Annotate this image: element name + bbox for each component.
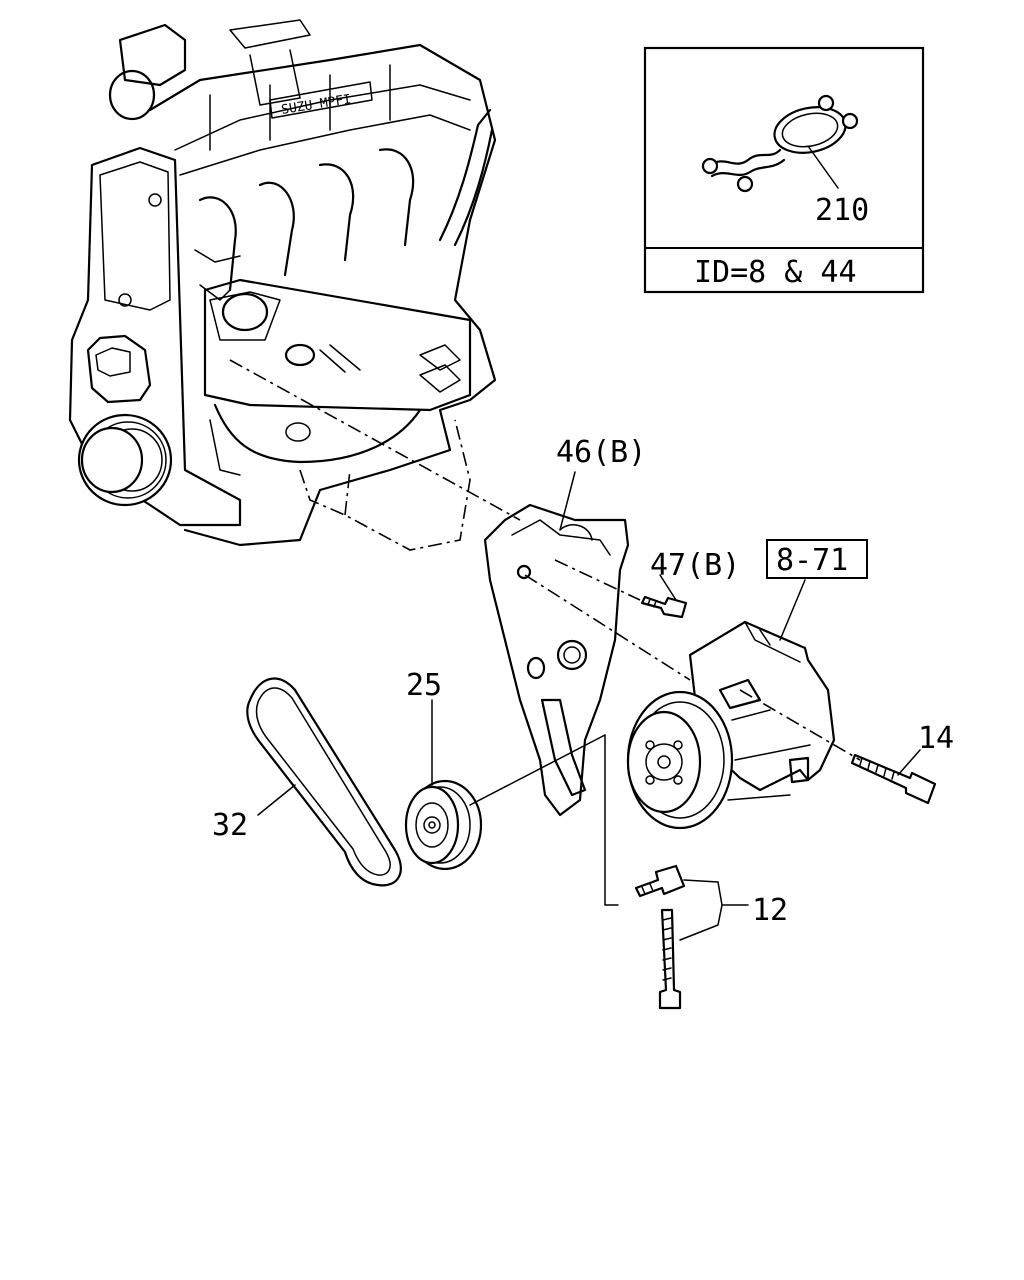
assembly-lines bbox=[229, 359, 861, 906]
callout-32: 32 bbox=[212, 808, 248, 843]
callout-8-71: 8-71 bbox=[776, 543, 848, 578]
ref-box-8-71 bbox=[766, 539, 868, 579]
bolt-14-illustration bbox=[850, 753, 937, 805]
callout-14: 14 bbox=[918, 721, 954, 756]
engine-block-illustration: SUZU MPFI bbox=[68, 19, 497, 551]
callout-210: 210 bbox=[815, 193, 869, 228]
bracket-illustration bbox=[483, 503, 630, 817]
callout-46B: 46(B) bbox=[556, 435, 646, 470]
idler-pulley-illustration bbox=[404, 779, 483, 871]
drive-belt-illustration bbox=[246, 677, 402, 887]
ac-compressor-illustration bbox=[626, 620, 836, 830]
callout-12: 12 bbox=[752, 893, 788, 928]
inset-caption: ID=8 & 44 bbox=[694, 255, 857, 290]
callout-25: 25 bbox=[406, 668, 442, 703]
bolt-12-long-illustration bbox=[658, 908, 682, 1010]
callout-47B: 47(B) bbox=[650, 548, 740, 583]
bolt-12-short-illustration bbox=[634, 864, 686, 898]
hose-clip-illustration bbox=[701, 94, 859, 193]
bolt-47-illustration bbox=[640, 595, 688, 619]
inset-detail-box: 210 ID=8 & 44 bbox=[643, 46, 925, 294]
